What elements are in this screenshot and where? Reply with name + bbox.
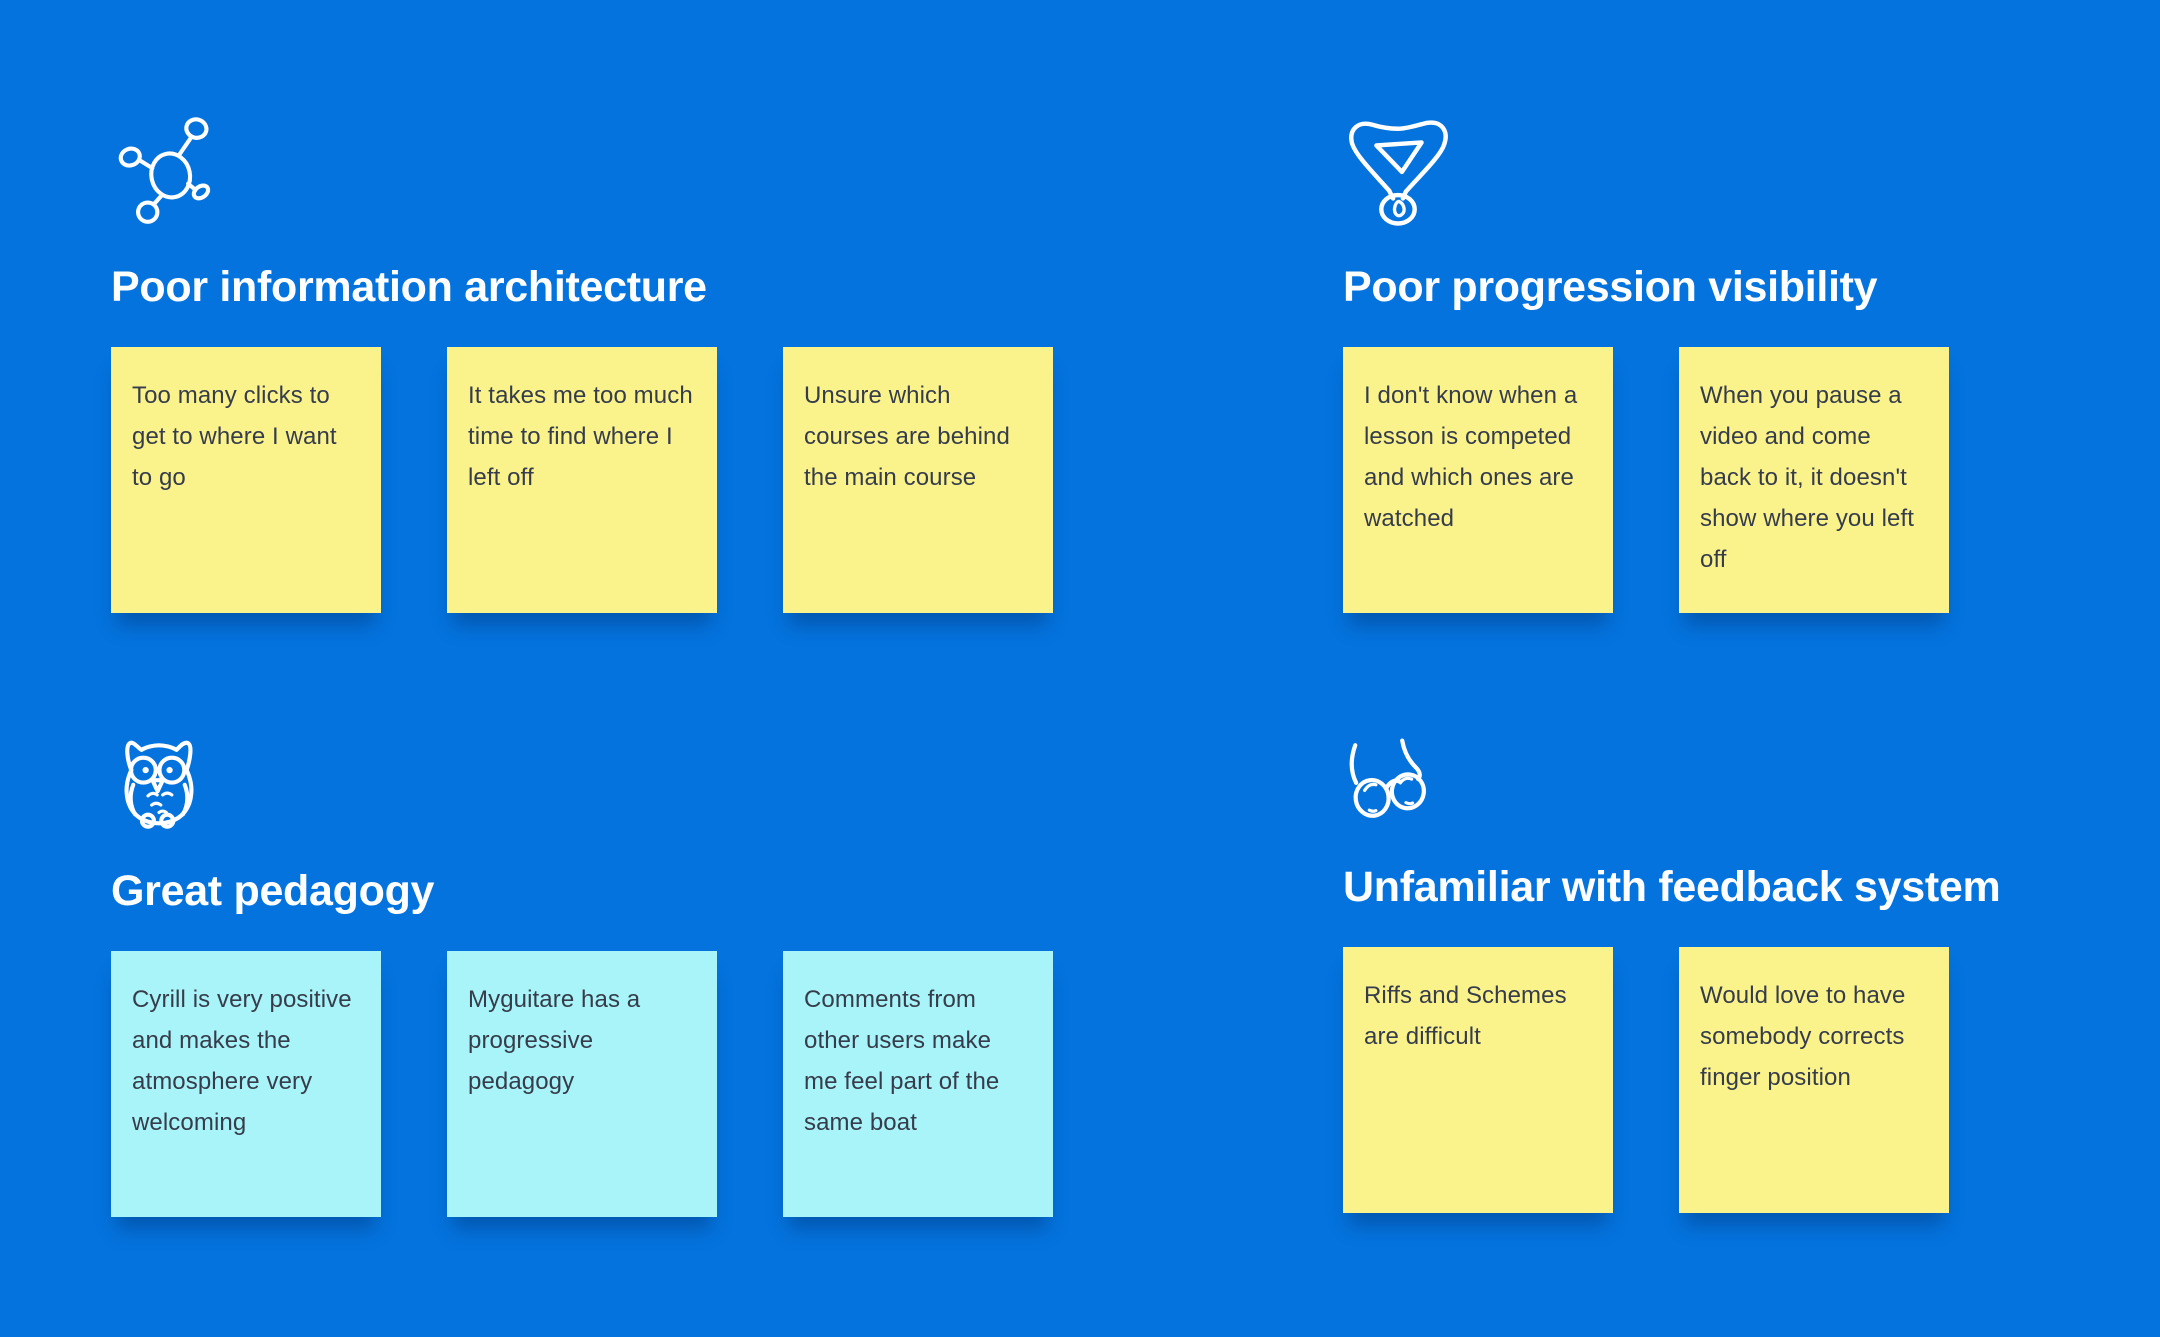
sticky-note[interactable]: Cyrill is very positive and makes the at… [111, 951, 381, 1217]
sticky-note[interactable]: Riffs and Schemes are difficult [1343, 947, 1613, 1213]
sticky-note-text: Would love to have somebody corrects fin… [1700, 982, 1906, 1091]
group-poor-information-architecture: Poor information architecture Too many c… [111, 113, 1053, 613]
sticky-note[interactable]: Unsure which courses are behind the main… [783, 347, 1053, 613]
sticky-note-text: It takes me too much time to find where … [468, 382, 693, 491]
sticky-note[interactable]: When you pause a video and come back to … [1679, 347, 1949, 613]
group-title: Great pedagogy [111, 867, 435, 915]
medal-icon [1343, 113, 1453, 226]
sticky-note-text: Cyrill is very positive and makes the at… [132, 986, 352, 1136]
group-title: Poor information architecture [111, 263, 707, 311]
owl-icon [111, 737, 207, 829]
group-title: Poor progression visibility [1343, 263, 1878, 311]
sticky-note[interactable]: Too many clicks to get to where I want t… [111, 347, 381, 613]
group-unfamiliar-with-feedback-system: Unfamiliar with feedback system Riffs an… [1343, 737, 2001, 1213]
notes-row: Cyrill is very positive and makes the at… [111, 951, 1053, 1217]
sticky-note-text: Myguitare has a progressive pedagogy [468, 986, 641, 1095]
sticky-note[interactable]: Myguitare has a progressive pedagogy [447, 951, 717, 1217]
notes-row: I don't know when a lesson is competed a… [1343, 347, 1949, 613]
sticky-note-text: Too many clicks to get to where I want t… [132, 382, 337, 491]
group-poor-progression-visibility: Poor progression visibility I don't know… [1343, 113, 1949, 613]
sticky-note[interactable]: I don't know when a lesson is competed a… [1343, 347, 1613, 613]
notes-row: Riffs and Schemes are difficult Would lo… [1343, 947, 1949, 1213]
sticky-note-text: Riffs and Schemes are difficult [1364, 982, 1567, 1050]
sticky-note-text: I don't know when a lesson is competed a… [1364, 382, 1578, 532]
sticky-note-text: Unsure which courses are behind the main… [804, 382, 1010, 491]
group-title: Unfamiliar with feedback system [1343, 863, 2001, 911]
sticky-note[interactable]: It takes me too much time to find where … [447, 347, 717, 613]
sticky-note-text: Comments from other users make me feel p… [804, 986, 1000, 1136]
group-great-pedagogy: Great pedagogy Cyrill is very positive a… [111, 737, 1053, 1217]
glasses-icon [1343, 737, 1437, 825]
sticky-note-text: When you pause a video and come back to … [1700, 382, 1915, 573]
sticky-note[interactable]: Would love to have somebody corrects fin… [1679, 947, 1949, 1213]
notes-row: Too many clicks to get to where I want t… [111, 347, 1053, 613]
sticky-note[interactable]: Comments from other users make me feel p… [783, 951, 1053, 1217]
network-icon [111, 113, 223, 225]
